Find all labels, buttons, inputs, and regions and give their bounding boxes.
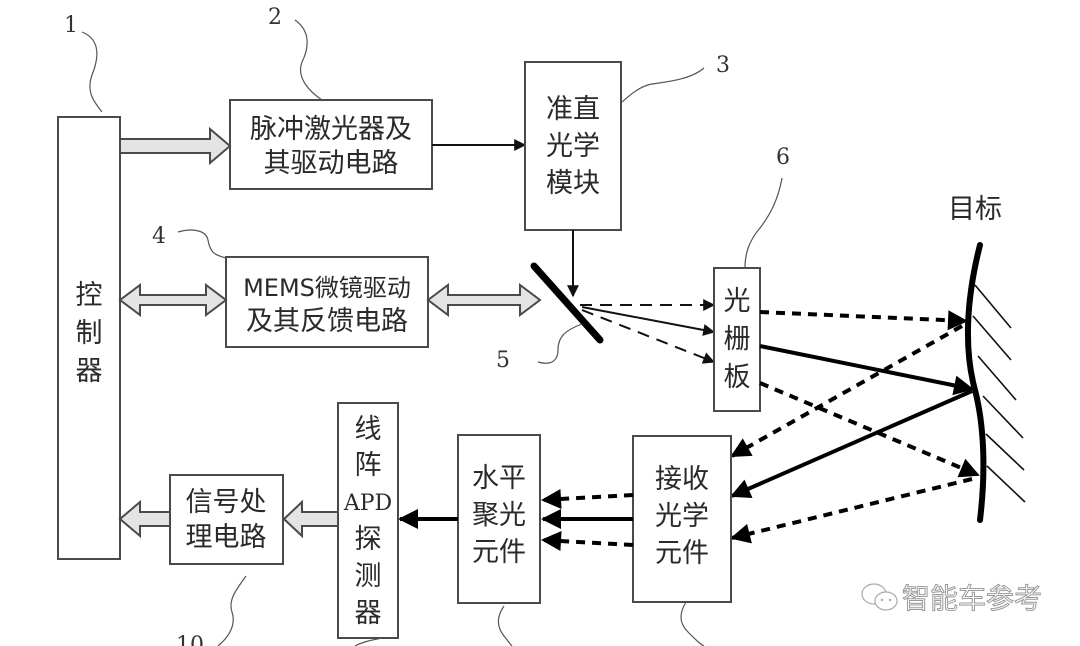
wechat-icon [861, 583, 898, 611]
ray-return-lower [730, 477, 973, 544]
receive-optics-label-line-3: 元件 [655, 538, 709, 569]
collimation-module-block: 准直 光学 模块 [524, 61, 622, 231]
collimation-label-line-3: 模块 [546, 168, 600, 199]
ray-receive-to-focus-lower [541, 531, 634, 551]
ray-mirror-to-grating-center [581, 306, 716, 336]
callout-leader-horizontal-focus [497, 605, 513, 646]
callout-number-2: 2 [268, 5, 282, 30]
mems-driver-label-line-2: 及其反馈电路 [246, 306, 408, 337]
controller-label-line-2: 制 [76, 318, 103, 349]
target-surface [964, 242, 987, 523]
pulse-laser-block: 脉冲激光器及 其驱动电路 [229, 99, 433, 190]
callout-leader-5 [537, 323, 583, 364]
horizontal-focus-label-line-1: 水平 [472, 463, 526, 494]
bus-arrow-apd-to-signal [282, 499, 339, 539]
callout-leader-4 [177, 229, 227, 259]
callout-leader-receive-optics [680, 601, 705, 646]
signal-processing-label-line-1: 信号处 [186, 487, 267, 518]
horizontal-focus-label-line-3: 元件 [472, 537, 526, 568]
receive-optics-label-line-2: 光学 [655, 501, 709, 532]
grating-label-line-1: 光 [724, 286, 751, 317]
bus-arrow-signal-to-controller [118, 499, 171, 539]
apd-detector-block: 线 阵 APD 探 测 器 [337, 402, 399, 639]
callout-leader-1 [81, 31, 103, 113]
callout-number-3: 3 [716, 53, 730, 78]
grating-plate-block: 光 栅 板 [713, 267, 761, 412]
ray-grating-to-target-lower [759, 381, 980, 478]
grating-label-line-2: 栅 [724, 324, 751, 355]
apd-label-line-4: 探 [355, 524, 382, 555]
controller-block: 控 制 器 [57, 116, 121, 560]
collimation-label-line-2: 光学 [546, 131, 600, 162]
callout-leader-apd [354, 637, 383, 646]
callout-number-10: 10 [176, 633, 204, 646]
apd-label-line-6: 器 [355, 598, 382, 629]
pulse-laser-label-line-1: 脉冲激光器及 [250, 114, 412, 145]
controller-label-line-3: 器 [76, 356, 103, 387]
receive-optics-block: 接收 光学 元件 [632, 435, 732, 603]
receive-optics-label-line-1: 接收 [655, 464, 709, 495]
callout-leader-3 [621, 67, 705, 103]
mems-driver-block: MEMS微镜驱动 及其反馈电路 [225, 256, 429, 348]
pulse-laser-label-line-2: 其驱动电路 [264, 148, 399, 179]
ray-return-center [730, 389, 973, 498]
bus-arrow-mems-driver-mirror [426, 283, 542, 317]
target-label: 目标 [948, 194, 1002, 225]
callout-leader-10 [217, 575, 247, 646]
signal-processing-label-line-2: 理电路 [186, 522, 267, 553]
ray-receive-to-focus-upper [541, 489, 634, 509]
ray-return-upper [730, 324, 963, 458]
target-hatching [972, 284, 1026, 503]
callout-leader-2 [294, 19, 323, 101]
mems-mirror [530, 262, 604, 344]
collimation-label-line-1: 准直 [546, 94, 600, 125]
watermark-text: 智能车参考 [902, 582, 1042, 615]
callout-number-1: 1 [64, 13, 78, 38]
apd-label-line-3: APD [343, 491, 392, 516]
apd-label-line-2: 阵 [355, 450, 382, 481]
callout-leader-6 [744, 177, 783, 269]
grating-label-line-3: 板 [724, 362, 751, 393]
controller-label-line-1: 控 [76, 280, 103, 311]
callout-number-6: 6 [776, 145, 790, 170]
apd-label-line-5: 测 [355, 561, 382, 592]
callout-number-4: 4 [152, 224, 166, 249]
horizontal-focus-label-line-2: 聚光 [472, 500, 526, 531]
signal-processing-block: 信号处 理电路 [169, 474, 284, 565]
callout-number-5: 5 [496, 348, 510, 373]
ray-mirror-to-grating-lower [581, 309, 716, 364]
mems-driver-label-line-1: MEMS微镜驱动 [243, 274, 411, 302]
ray-grating-to-target-upper [759, 310, 968, 331]
apd-label-line-1: 线 [355, 414, 382, 445]
bus-arrow-controller-mems-driver [118, 283, 228, 317]
ray-grating-to-target-center [759, 344, 974, 396]
horizontal-focus-block: 水平 聚光 元件 [457, 434, 541, 604]
bus-arrow-controller-to-laser [119, 126, 232, 166]
